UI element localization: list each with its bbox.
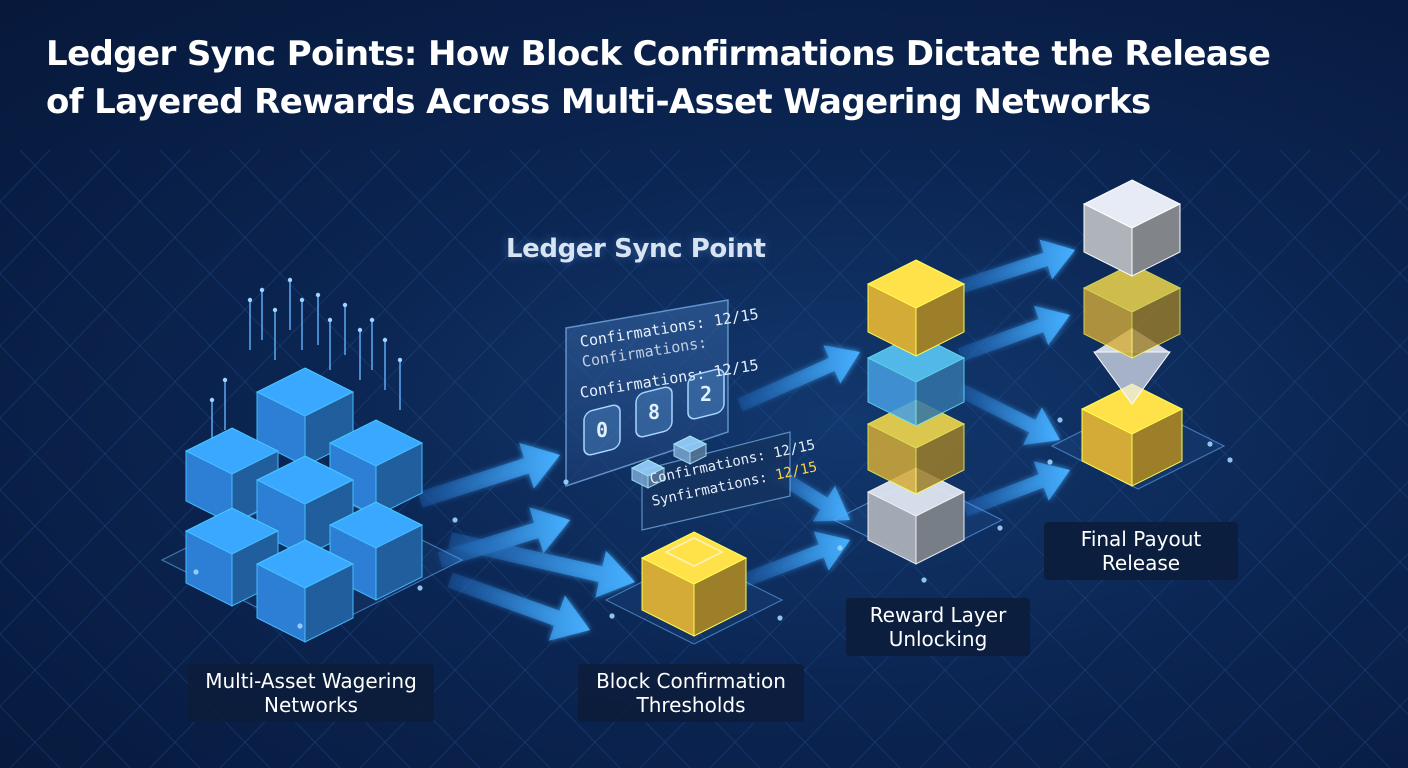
sparkle: [1057, 417, 1063, 423]
antenna-dot: [272, 307, 278, 313]
arrow-to-sync-panel: [417, 442, 560, 508]
payout-cube-gold-base: [1080, 383, 1184, 487]
sparkle: [777, 615, 783, 621]
antenna-dot: [315, 292, 321, 298]
sparkle: [417, 585, 423, 591]
antenna-dot: [287, 277, 293, 283]
arrow-to-threshold-lower: [447, 572, 590, 641]
reward-layer-blue: [866, 333, 966, 427]
sparkle-dots: [193, 417, 1233, 629]
label-networks-line-1: Multi-Asset Wagering: [205, 669, 417, 693]
antenna-dot: [259, 287, 265, 293]
network-cube-cluster: [184, 277, 424, 643]
sparkle: [1207, 441, 1213, 447]
digit-tile-glyph: 2: [700, 382, 712, 406]
label-payout-line-1: Final Payout: [1080, 527, 1202, 551]
digit-tile: 8: [635, 386, 673, 438]
antenna-dot: [209, 397, 215, 403]
flow-arrows: [417, 239, 1075, 641]
label-thresholds-line-1: Block Confirmation: [596, 669, 786, 693]
panel-mini-cube-left: [630, 459, 666, 489]
antenna-dot: [327, 317, 333, 323]
arrow-panel-to-reward-top: [737, 345, 860, 412]
label-thresholds-line-2: Thresholds: [636, 693, 746, 717]
sparkle: [837, 545, 843, 551]
payout-cube-gold-mid: [1082, 263, 1182, 359]
reward-layer-stack: [866, 259, 966, 565]
label-unlocking: Reward Layer Unlocking: [846, 598, 1030, 656]
payout-cube-silver-top: [1082, 179, 1182, 277]
label-payout-line-2: Release: [1101, 551, 1181, 575]
title-line-1: Ledger Sync Points: How Block Confirmati…: [46, 34, 1271, 74]
label-unlocking-line-1: Reward Layer: [869, 603, 1007, 627]
panel-mini-cube-right: [672, 435, 708, 465]
antenna-dot: [397, 357, 403, 363]
diagram-title: Ledger Sync Points: How Block Confirmati…: [46, 30, 1376, 126]
panel-digit-tiles: 0 8 2: [583, 368, 725, 489]
sparkle: [921, 577, 927, 583]
antenna-dot: [222, 377, 228, 383]
antenna-dot: [299, 297, 305, 303]
arrow-reward-to-payout-mid: [957, 305, 1070, 362]
sparkle: [193, 569, 199, 575]
label-payout: Final Payout Release: [1044, 522, 1238, 580]
arrow-to-threshold: [448, 532, 635, 598]
threshold-gold-cube: [640, 531, 748, 637]
sparkle: [609, 613, 615, 619]
label-networks: Multi-Asset Wagering Networks: [188, 664, 434, 722]
arrow-reward-to-payout-low: [962, 461, 1070, 517]
digit-tile-glyph: 8: [648, 400, 660, 424]
label-thresholds: Block Confirmation Thresholds: [578, 664, 804, 722]
digit-tile: 0: [583, 404, 621, 456]
sparkle: [1047, 459, 1053, 465]
threshold-cube: [640, 531, 748, 637]
ledger-sync-panel: 0 8 2: [565, 299, 791, 531]
antenna-dot: [382, 337, 388, 343]
ledger-sync-heading: Ledger Sync Point: [506, 234, 766, 264]
digit-tile: 2: [687, 368, 725, 420]
network-cube-front: [255, 539, 355, 643]
antenna-dot: [247, 297, 253, 303]
sparkle: [1227, 457, 1233, 463]
label-networks-line-2: Networks: [264, 693, 358, 717]
payout-cube-stack: [1080, 179, 1184, 487]
sparkle: [563, 479, 569, 485]
arrow-threshold-to-reward: [742, 531, 850, 587]
arrow-reward-to-payout-base: [956, 383, 1060, 446]
sparkle: [452, 517, 458, 523]
digit-tile-glyph: 0: [596, 418, 608, 442]
label-unlocking-line-2: Unlocking: [888, 627, 988, 651]
threshold-cube-inlay: [664, 537, 724, 567]
antenna-dot: [342, 302, 348, 308]
sparkle: [997, 525, 1003, 531]
arrow-reward-to-payout-top: [947, 239, 1075, 297]
antenna-dot: [357, 327, 363, 333]
antenna-dot: [369, 317, 375, 323]
title-line-2: of Layered Rewards Across Multi-Asset Wa…: [46, 82, 1151, 122]
sparkle: [297, 623, 303, 629]
reward-layer-gold-top: [866, 259, 966, 357]
